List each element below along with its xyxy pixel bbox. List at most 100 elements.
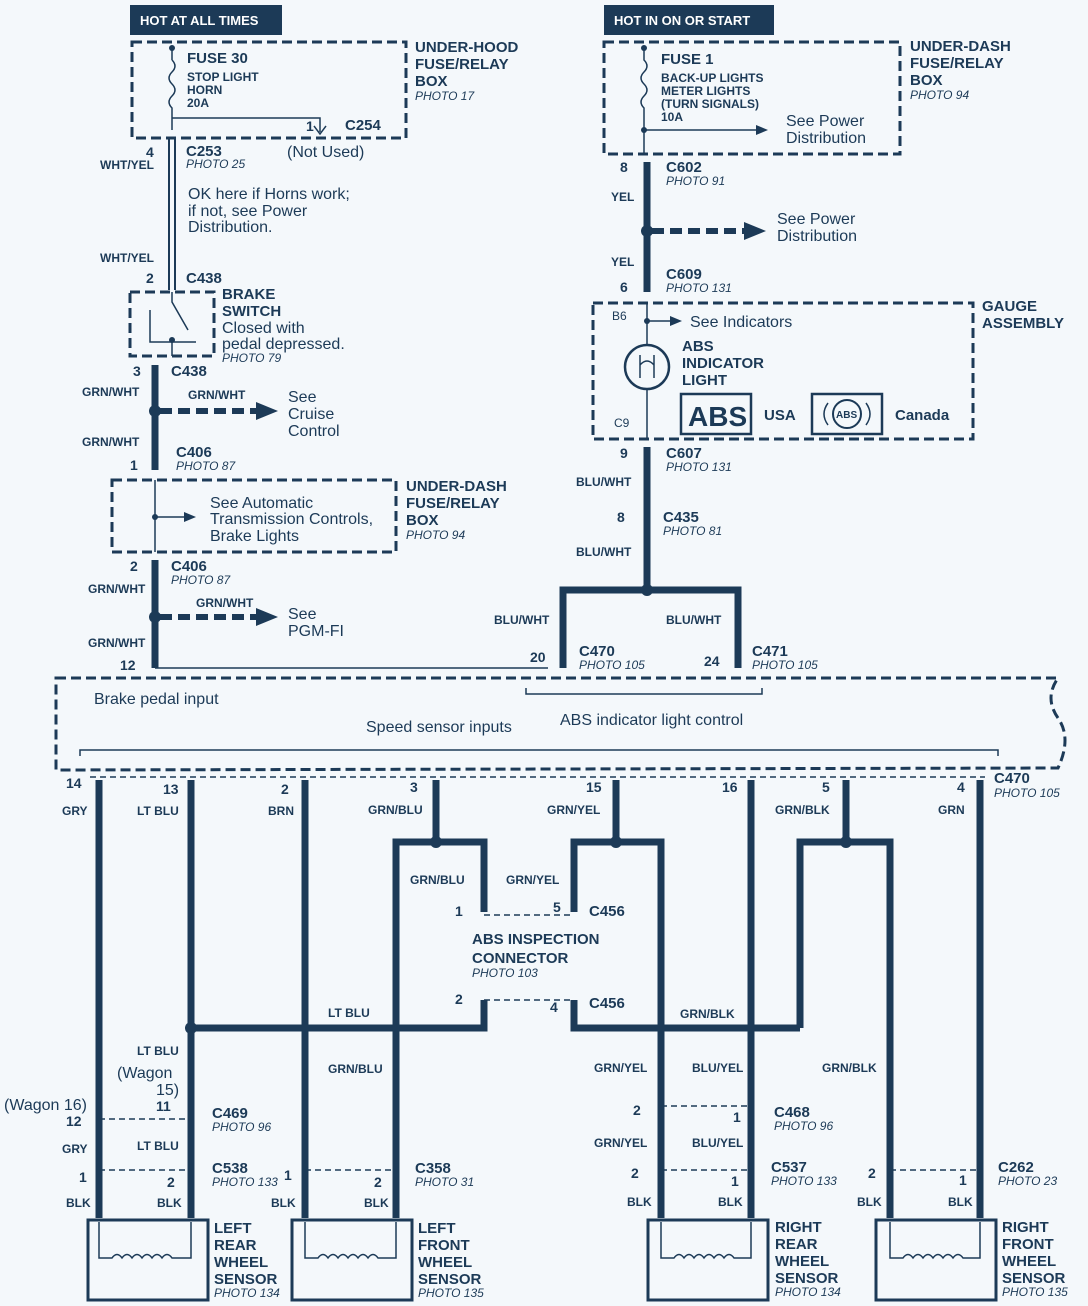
under-dash-fuse-box — [602, 40, 902, 156]
under-hood-fuse-box — [130, 40, 408, 140]
wire-color-gry-2: GRY — [62, 1142, 88, 1156]
cruise-l1: See — [288, 389, 317, 406]
fuse30-name: FUSE 30 — [187, 50, 248, 67]
under-dash-box-2 — [110, 478, 398, 554]
wire-color-grn-blk-2: GRN/BLK — [680, 1007, 735, 1021]
c262-p1: 1 — [959, 1172, 967, 1188]
wire-color-grn-blk-1: GRN/BLK — [775, 803, 830, 817]
gauge-b6: B6 — [612, 309, 627, 323]
c253-name: C253 — [186, 143, 222, 160]
c406a-photo: PHOTO 87 — [176, 459, 236, 473]
c470top-pin: 20 — [530, 649, 546, 665]
lr-photo: PHOTO 134 — [214, 1286, 280, 1300]
udbox-l1: UNDER-DASH — [910, 38, 1011, 55]
c470-name: C470 — [994, 770, 1030, 787]
lf-photo: PHOTO 135 — [418, 1286, 484, 1300]
c406b-pin: 2 — [130, 558, 138, 574]
gauge-see: See Indicators — [690, 314, 792, 331]
rr-l1: RIGHT — [775, 1219, 822, 1236]
fuse1-amp: 10A — [661, 110, 683, 124]
wire-color-blk-5: BLK — [627, 1195, 652, 1209]
abs-usa-symbol — [679, 392, 753, 436]
rf-l2: FRONT — [1002, 1236, 1054, 1253]
c262-photo: PHOTO 23 — [998, 1174, 1057, 1188]
pin-4: 4 — [957, 779, 965, 795]
rf-l3: WHEEL — [1002, 1253, 1056, 1270]
wire-color-gry-1: GRY — [62, 804, 88, 818]
pin-14: 14 — [66, 775, 82, 791]
c538-photo: PHOTO 133 — [212, 1175, 278, 1189]
wire-color-blk-1: BLK — [66, 1196, 91, 1210]
pin-3: 3 — [410, 779, 418, 795]
wire-color-blk-7: BLK — [857, 1195, 882, 1209]
c468-name: C468 — [774, 1104, 810, 1121]
c254-name: C254 — [345, 117, 382, 134]
wire-color-grn-yel-4: GRN/YEL — [594, 1136, 647, 1150]
pd-l2: Distribution — [777, 228, 857, 245]
abs-control-unit-box — [54, 676, 1067, 772]
c469-p11: 11 — [156, 1098, 171, 1114]
pin-16: 16 — [722, 779, 738, 795]
ecu-brake: Brake pedal input — [94, 691, 219, 708]
bulb-icon — [623, 343, 671, 391]
gauge-abs1: ABS — [682, 338, 714, 355]
pd-l1: See Power — [777, 211, 856, 228]
c538-name: C538 — [212, 1160, 248, 1177]
ok-note-1: OK here if Horns work; — [188, 186, 350, 203]
lr-l2: REAR — [214, 1237, 257, 1254]
wire-color-blk-8: BLK — [948, 1195, 973, 1209]
c602-name: C602 — [666, 159, 702, 176]
c468-photo: PHOTO 96 — [774, 1119, 833, 1133]
rf-l4: SENSOR — [1002, 1270, 1066, 1287]
fuse1-see: See Power — [786, 113, 865, 130]
hot-at-all-times-label: HOT AT ALL TIMES — [140, 13, 259, 28]
wire-color-grn-wht-1: GRN/WHT — [82, 385, 140, 399]
udbox-l3: BOX — [910, 72, 943, 89]
c438b-name: C438 — [171, 363, 207, 380]
c469-name: C469 — [212, 1105, 248, 1122]
gauge-abs3: LIGHT — [682, 372, 727, 389]
c358-name: C358 — [415, 1160, 451, 1177]
c537-photo: PHOTO 133 — [771, 1174, 837, 1188]
rr-l4: SENSOR — [775, 1270, 839, 1287]
abs-canada-text: ABS — [836, 410, 857, 421]
uhbox-l3: BOX — [415, 73, 448, 90]
c609-name: C609 — [666, 266, 702, 283]
c456-name-2: C456 — [589, 995, 625, 1012]
c607-photo: PHOTO 131 — [666, 460, 732, 474]
c438a-pin: 2 — [146, 270, 154, 286]
gauge-canada: Canada — [895, 407, 950, 424]
c470-photo: PHOTO 105 — [994, 786, 1060, 800]
wire-color-blu-wht-1: BLU/WHT — [576, 475, 632, 489]
rr-l2: REAR — [775, 1236, 818, 1253]
c607-name: C607 — [666, 445, 702, 462]
rr-photo: PHOTO 134 — [775, 1285, 841, 1299]
wire-color-grn-wht-2: GRN/WHT — [188, 388, 246, 402]
gauge-l2: ASSEMBLY — [982, 315, 1064, 332]
lf-l1: LEFT — [418, 1220, 456, 1237]
wire-color-blu-wht-4: BLU/WHT — [666, 613, 722, 627]
c538-p2: 2 — [167, 1174, 175, 1190]
wire-color-lt-blu-3: LT BLU — [137, 1044, 179, 1058]
pin-15: 15 — [586, 779, 602, 795]
c456-photo: PHOTO 103 — [472, 966, 538, 980]
c468-p1: 1 — [733, 1109, 741, 1125]
c537-p1: 1 — [731, 1173, 739, 1189]
c471-photo: PHOTO 105 — [752, 658, 818, 672]
gauge-l1: GAUGE — [982, 298, 1037, 315]
ecu-absctl: ABS indicator light control — [560, 712, 743, 729]
c253-photo: PHOTO 25 — [186, 157, 245, 171]
lr-l4: SENSOR — [214, 1271, 278, 1288]
brake-l4: pedal depressed. — [222, 336, 345, 353]
c262-name: C262 — [998, 1159, 1034, 1176]
wagon-w3: (Wagon 16) — [4, 1097, 87, 1114]
uhbox-l1: UNDER-HOOD — [415, 39, 518, 56]
wire-color-wht-yel-2: WHT/YEL — [100, 251, 154, 265]
hot-in-on-or-start-banner — [604, 5, 774, 35]
wire-color-blu-wht-3: BLU/WHT — [494, 613, 550, 627]
c253-pin: 4 — [146, 144, 154, 160]
pgm-l1: See — [288, 606, 317, 623]
ecu-speed: Speed sensor inputs — [366, 719, 512, 736]
cruise-l3: Control — [288, 423, 340, 440]
wire-color-grn-blu-1: GRN/BLU — [368, 803, 423, 817]
